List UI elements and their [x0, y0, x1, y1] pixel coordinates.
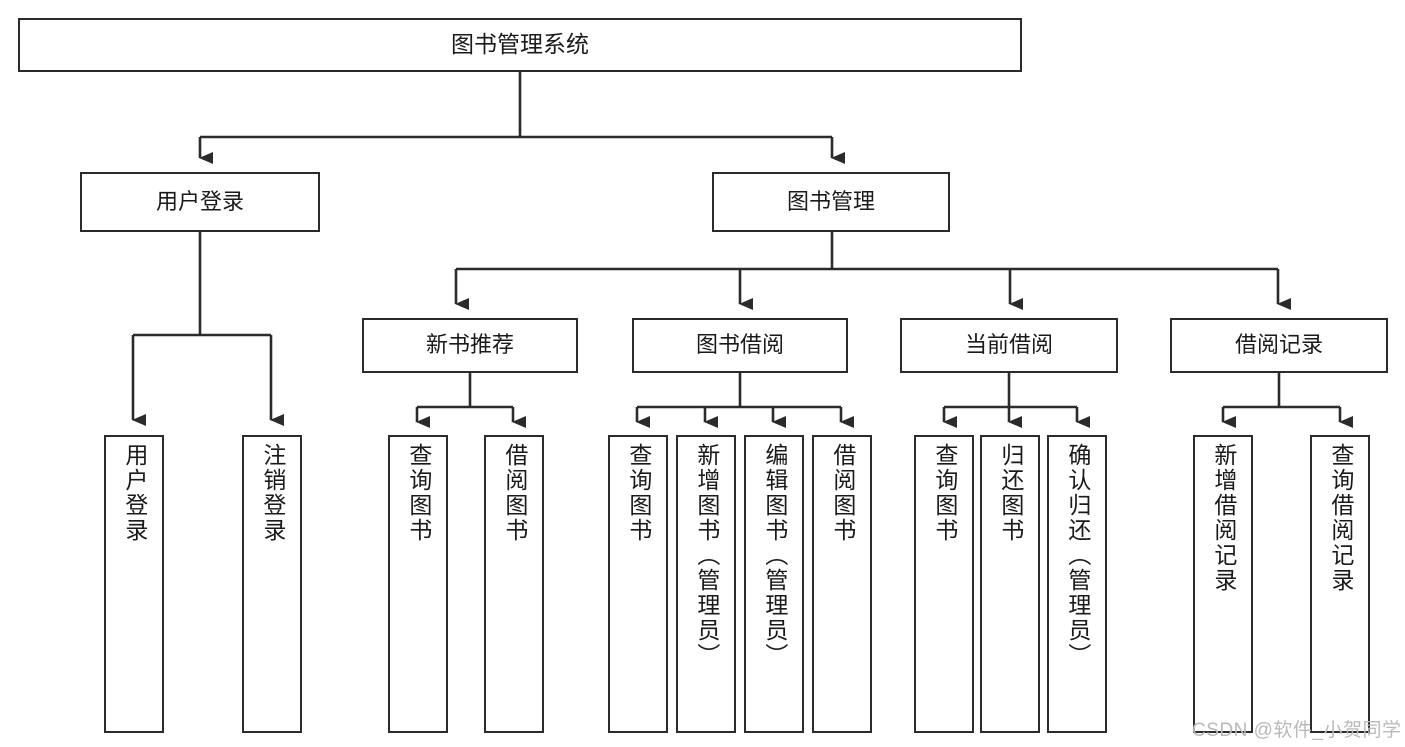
- node-book-borrow-label: 图书借阅: [695, 332, 784, 358]
- node-leaf-query-record-label: 查询借阅记录: [1327, 443, 1354, 593]
- node-leaf-add-record[interactable]: 新增借阅记录: [1193, 435, 1253, 733]
- node-borrow-record-label: 借阅记录: [1234, 332, 1323, 358]
- node-leaf-query-book-3-label: 查询图书: [931, 443, 958, 543]
- node-current-borrow[interactable]: 当前借阅: [900, 318, 1118, 373]
- node-user-login[interactable]: 用户登录: [80, 172, 320, 232]
- node-root-label: 图书管理系统: [451, 31, 589, 58]
- node-leaf-user-login-label: 用户登录: [121, 443, 148, 543]
- csdn-watermark: CSDN @软件_小贺同学: [1192, 720, 1402, 741]
- node-leaf-return-book[interactable]: 归还图书: [980, 435, 1040, 733]
- node-current-borrow-label: 当前借阅: [964, 332, 1053, 358]
- node-leaf-query-book-1-label: 查询图书: [405, 443, 432, 543]
- node-root[interactable]: 图书管理系统: [18, 18, 1022, 72]
- node-leaf-confirm-return[interactable]: 确认归还（管理员）: [1047, 435, 1107, 733]
- node-leaf-user-logout-label: 注销登录: [259, 443, 286, 543]
- node-leaf-query-book-1[interactable]: 查询图书: [388, 435, 448, 733]
- node-leaf-query-book-3[interactable]: 查询图书: [914, 435, 974, 733]
- node-leaf-return-book-label: 归还图书: [997, 443, 1024, 543]
- node-leaf-query-record[interactable]: 查询借阅记录: [1310, 435, 1370, 733]
- node-leaf-user-login[interactable]: 用户登录: [104, 435, 164, 733]
- node-leaf-confirm-return-label: 确认归还（管理员）: [1064, 443, 1091, 668]
- node-leaf-edit-book-label: 编辑图书（管理员）: [761, 443, 788, 668]
- node-leaf-edit-book[interactable]: 编辑图书（管理员）: [744, 435, 804, 733]
- node-borrow-record[interactable]: 借阅记录: [1170, 318, 1388, 373]
- node-leaf-add-record-label: 新增借阅记录: [1210, 443, 1237, 593]
- node-leaf-borrow-book-2[interactable]: 借阅图书: [812, 435, 872, 733]
- node-leaf-borrow-book-1[interactable]: 借阅图书: [484, 435, 544, 733]
- node-leaf-borrow-book-1-label: 借阅图书: [501, 443, 528, 543]
- node-new-book-recommend[interactable]: 新书推荐: [362, 318, 578, 373]
- node-new-book-recommend-label: 新书推荐: [425, 332, 514, 358]
- node-leaf-user-logout[interactable]: 注销登录: [242, 435, 302, 733]
- node-leaf-borrow-book-2-label: 借阅图书: [829, 443, 856, 543]
- node-leaf-query-book-2[interactable]: 查询图书: [608, 435, 668, 733]
- node-leaf-add-book[interactable]: 新增图书（管理员）: [676, 435, 736, 733]
- node-book-borrow[interactable]: 图书借阅: [632, 318, 848, 373]
- node-book-manage[interactable]: 图书管理: [712, 172, 950, 232]
- node-user-login-label: 用户登录: [155, 188, 244, 214]
- node-leaf-add-book-label: 新增图书（管理员）: [693, 443, 720, 668]
- node-leaf-query-book-2-label: 查询图书: [625, 443, 652, 543]
- node-book-manage-label: 图书管理: [786, 188, 875, 214]
